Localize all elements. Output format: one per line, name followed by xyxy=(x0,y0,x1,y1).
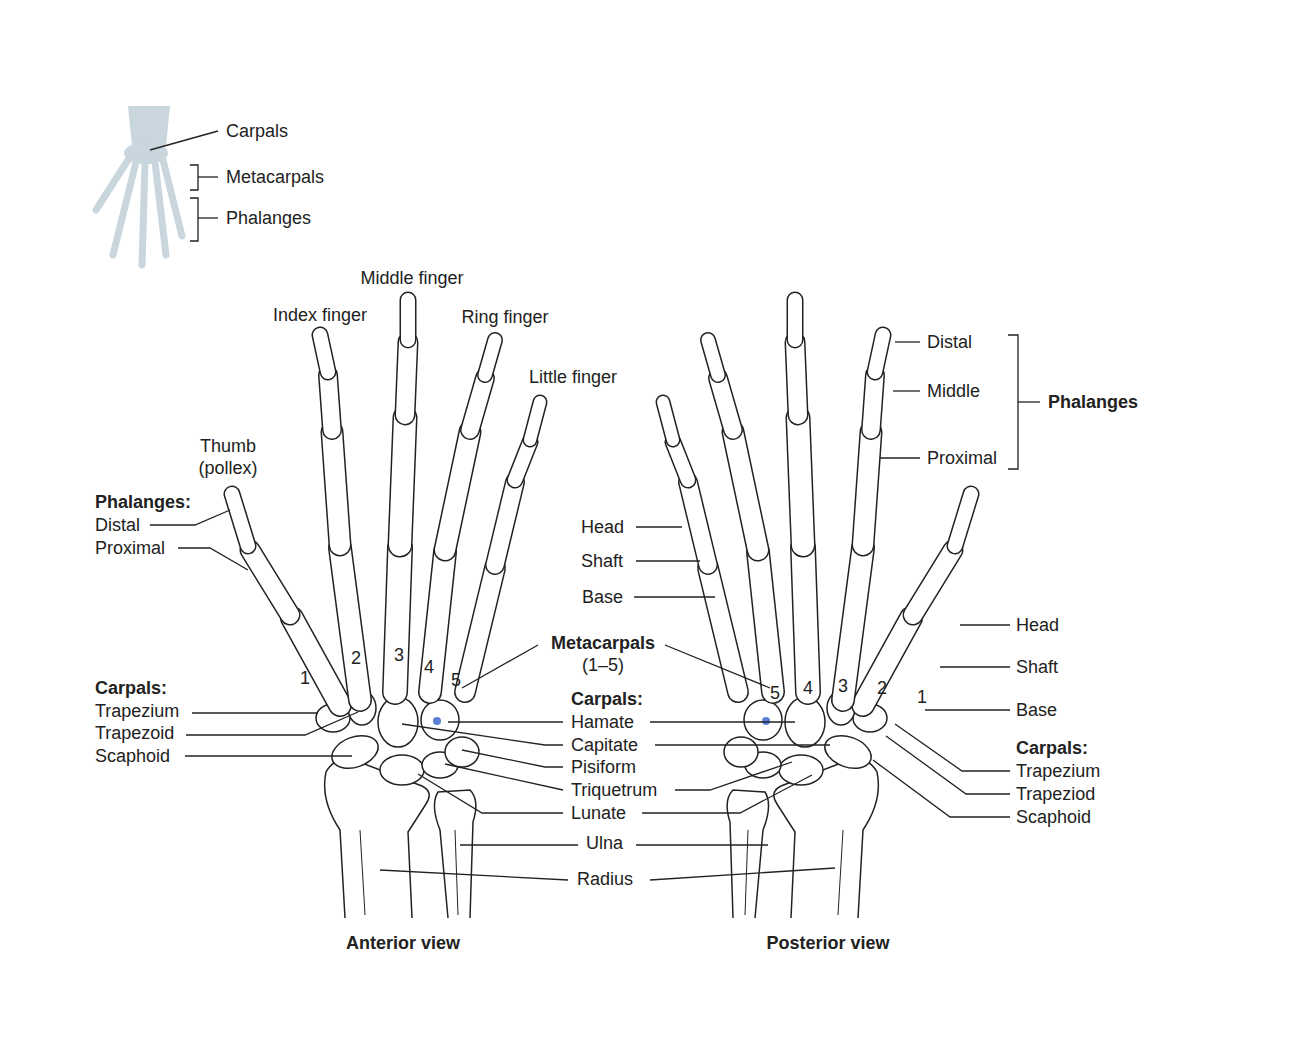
anterior-hand xyxy=(232,300,540,918)
part-label: Base xyxy=(581,586,624,608)
callout-number: 5 xyxy=(450,669,462,691)
callout-number: 2 xyxy=(350,647,362,669)
callout-number: 1 xyxy=(916,686,928,708)
part-label: Ulna xyxy=(585,832,624,854)
group-heading: Carpals: xyxy=(570,688,644,710)
callout-number: 5 xyxy=(769,682,781,704)
part-label: Distal xyxy=(926,331,973,353)
part-label: Proximal xyxy=(94,537,166,559)
group-heading: Carpals: xyxy=(94,677,168,699)
part-label: Shaft xyxy=(1015,656,1059,678)
finger-label: Middle finger xyxy=(359,267,464,289)
posterior-hand xyxy=(663,300,971,918)
leader-lines xyxy=(150,131,1040,880)
part-label: Middle xyxy=(926,380,981,402)
part-label: Metacarpals xyxy=(225,166,325,188)
part-label: Capitate xyxy=(570,734,639,756)
part-label: Lunate xyxy=(570,802,627,824)
callout-number: 3 xyxy=(837,675,849,697)
view-title: Posterior view xyxy=(765,932,890,954)
finger-label: Index finger xyxy=(272,304,368,326)
group-heading: Metacarpals xyxy=(550,632,656,654)
part-label: Hamate xyxy=(570,711,635,733)
group-heading: Carpals: xyxy=(1015,737,1089,759)
part-label: Base xyxy=(1015,699,1058,721)
part-label: Head xyxy=(1015,614,1060,636)
part-label: Scaphoid xyxy=(1015,806,1092,828)
part-label: Proximal xyxy=(926,447,998,469)
callout-number: 4 xyxy=(423,656,435,678)
finger-label: Ring finger xyxy=(460,306,549,328)
group-heading: Phalanges xyxy=(1047,391,1139,413)
part-label: Carpals xyxy=(225,120,289,142)
part-label: Trapeziod xyxy=(1015,783,1096,805)
part-label: Pisiform xyxy=(570,756,637,778)
part-label: Trapezoid xyxy=(94,722,175,744)
part-label: Triquetrum xyxy=(570,779,658,801)
part-label: Scaphoid xyxy=(94,745,171,767)
part-label: Shaft xyxy=(580,550,624,572)
part-label: Phalanges xyxy=(225,207,312,229)
part-label: Distal xyxy=(94,514,141,536)
part-label: Radius xyxy=(576,868,634,890)
part-label: Head xyxy=(580,516,625,538)
inset-hand xyxy=(96,106,182,265)
callout-number: 1 xyxy=(299,667,311,689)
finger-label: Thumb (pollex) xyxy=(185,435,271,479)
part-label: Trapezium xyxy=(1015,760,1101,782)
group-heading: Phalanges: xyxy=(94,491,192,513)
finger-label: Little finger xyxy=(528,366,618,388)
callout-number: 2 xyxy=(876,677,888,699)
part-label: Trapezium xyxy=(94,700,180,722)
callout-number: 3 xyxy=(393,644,405,666)
part-label: (1–5) xyxy=(581,654,625,676)
view-title: Anterior view xyxy=(345,932,461,954)
callout-number: 4 xyxy=(802,677,814,699)
